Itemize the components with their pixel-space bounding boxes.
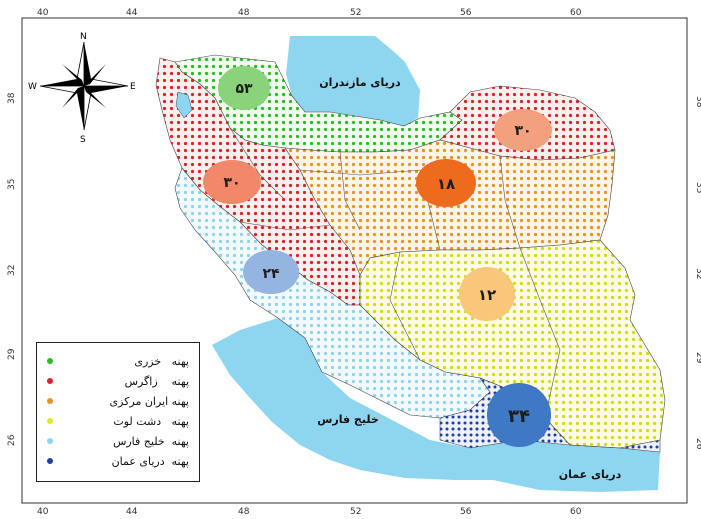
bubble-oman	[487, 383, 551, 447]
lake-urmia	[175, 91, 193, 119]
persian-gulf	[212, 318, 496, 480]
bubble-lut	[459, 267, 515, 321]
bubble-northeast-value: ۳۰	[514, 123, 531, 139]
lat-tick-right: 26	[694, 438, 701, 450]
lon-tick-top: 52	[350, 8, 361, 18]
caspian-sea-label: دریای مازندران	[319, 76, 401, 89]
lon-tick-bottom: 40	[37, 507, 49, 517]
legend-item: پهنه زاگرس	[47, 371, 189, 391]
legend-label: پهنه دریای عمان	[111, 454, 189, 468]
legend-label: پهنه خزری	[134, 354, 189, 368]
bubble-central-value: ۱۸	[437, 175, 455, 193]
map-legend: پهنه خزری پهنه زاگرس پهنه ایران مرکزی په…	[36, 342, 200, 482]
lon-tick-bottom: 60	[570, 507, 582, 517]
bubble-gulf	[243, 250, 299, 294]
bubble-caspian	[218, 66, 270, 110]
compass-rose-icon: N S E W	[28, 32, 136, 145]
bubble-caspian-value: ۵۳	[235, 81, 253, 97]
bubble-northeast	[494, 109, 552, 151]
lat-tick-right: 32	[694, 268, 701, 279]
lon-tick-top: 60	[570, 8, 582, 18]
lon-tick-bottom: 56	[460, 507, 472, 517]
lon-tick-top: 44	[126, 8, 138, 18]
legend-dot-red	[47, 378, 53, 384]
lon-tick-top: 40	[37, 8, 49, 18]
legend-dot-orange	[47, 398, 53, 404]
compass-east-label: E	[130, 82, 136, 92]
oman-sea-label: دریای عمان	[559, 468, 622, 481]
latitude-ticks: 38 35 32 29 26 38 35 32 29 26	[7, 92, 701, 449]
oman-sea	[470, 440, 660, 492]
compass-south-label: S	[80, 135, 86, 145]
bubble-zagros	[203, 160, 261, 204]
zone-central	[284, 139, 616, 276]
persian-gulf-label: خلیج فارس	[317, 413, 379, 426]
lat-tick-right: 29	[694, 352, 701, 364]
lon-tick-bottom: 44	[126, 507, 138, 517]
legend-item: پهنه خلیج فارس	[47, 431, 189, 451]
bubble-gulf-value: ۲۴	[262, 266, 280, 282]
bubble-zagros-value: ۳۰	[223, 175, 240, 191]
lat-tick-right: 38	[694, 96, 701, 108]
legend-label: پهنه ایران مرکزی	[109, 394, 189, 408]
legend-label: پهنه خلیج فارس	[112, 434, 189, 448]
lon-tick-bottom: 48	[238, 507, 250, 517]
sea-areas	[212, 36, 660, 492]
bubble-central	[416, 159, 476, 207]
legend-item: پهنه ایران مرکزی	[47, 391, 189, 411]
lat-tick-left: 38	[7, 92, 17, 104]
lat-tick-right: 35	[694, 182, 701, 193]
lat-tick-left: 35	[7, 179, 17, 190]
legend-item: پهنه خزری	[47, 351, 189, 371]
legend-dot-green	[47, 358, 53, 364]
legend-dot-navy	[47, 458, 53, 464]
lon-tick-bottom: 52	[350, 507, 361, 517]
legend-label: پهنه زاگرس	[124, 374, 189, 388]
lat-tick-left: 29	[7, 348, 17, 360]
bubble-oman-value: ۳۴	[508, 406, 530, 427]
bubble-lut-value: ۱۲	[478, 286, 496, 304]
legend-dot-yellow	[47, 418, 53, 424]
legend-dot-lightblue	[47, 438, 53, 444]
compass-west-label: W	[28, 82, 37, 92]
province-borders	[229, 127, 561, 419]
lat-tick-left: 32	[7, 265, 17, 276]
longitude-ticks: 40 44 48 52 56 60 40 44 48 52 56 60	[37, 8, 582, 517]
value-bubbles: ۵۳ ۳۰ ۳۰ ۱۸ ۱۲ ۲۴ ۳۴	[203, 66, 552, 447]
lat-tick-left: 26	[7, 434, 17, 446]
caspian-sea	[286, 36, 420, 126]
legend-item: پهنه دریای عمان	[47, 451, 189, 471]
compass-north-label: N	[80, 32, 87, 42]
lon-tick-top: 56	[460, 8, 472, 18]
legend-label: پهنه دشت لوت	[113, 414, 189, 428]
legend-item: پهنه دشت لوت	[47, 411, 189, 431]
lon-tick-top: 48	[238, 8, 250, 18]
